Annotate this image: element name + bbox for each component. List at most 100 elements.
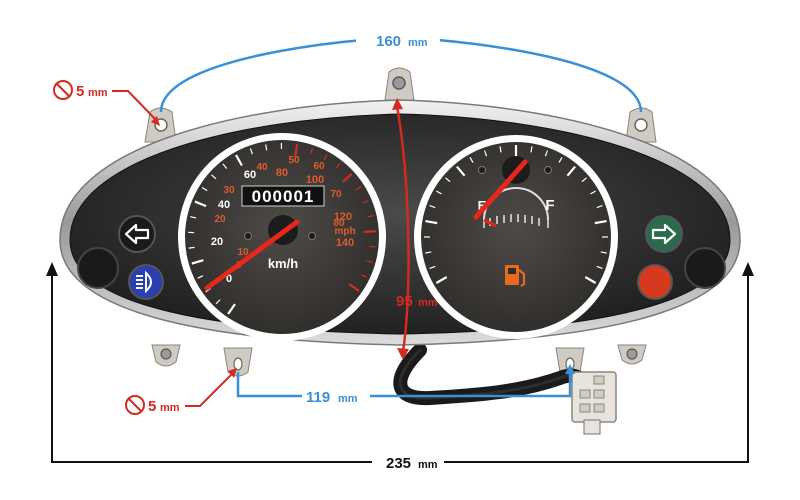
hole-bottom-value: 5 <box>148 398 156 415</box>
tick-mark <box>190 216 197 219</box>
tick-mark <box>265 144 268 151</box>
tick-mark <box>363 230 376 233</box>
height-value: 95 <box>396 293 413 310</box>
top-width-value: 160 <box>376 33 401 50</box>
right-turn-lamp <box>645 215 683 253</box>
tick-mark <box>197 275 204 279</box>
mph-tick-70: 70 <box>330 189 342 200</box>
tick-mark <box>211 174 217 180</box>
tick-mark <box>191 259 204 265</box>
tick-mark <box>445 177 451 183</box>
tick-mark <box>469 157 474 163</box>
hole-top-unit: mm <box>88 87 108 99</box>
fuel-gauge-face <box>421 142 611 332</box>
tick-mark <box>367 214 374 218</box>
mph-tick-40: 40 <box>256 162 268 173</box>
mph-tick-80: 80 <box>333 218 345 229</box>
tick-mark <box>596 204 603 209</box>
tick-mark <box>323 154 328 161</box>
odometer: 000001 <box>241 185 325 207</box>
mounting-tabs <box>144 67 657 377</box>
tick-mark <box>294 144 299 157</box>
tick-mark <box>188 246 195 249</box>
tick-mark <box>499 146 502 153</box>
left-turn-lamp <box>118 215 156 253</box>
tick-mark <box>425 251 432 254</box>
wire-harness <box>393 343 617 435</box>
tick-mark <box>429 265 436 270</box>
hole-top-value: 5 <box>76 83 84 100</box>
kmh-tick-40: 40 <box>218 199 230 211</box>
dimension-height: 95 mm <box>392 98 438 360</box>
tick-mark <box>435 276 448 284</box>
tick-mark <box>355 185 362 191</box>
height-unit: mm <box>418 297 438 309</box>
overall-width-unit: mm <box>418 459 438 471</box>
tick-mark <box>362 199 369 204</box>
tick-mark <box>361 274 368 278</box>
tick-mark <box>335 162 341 169</box>
dimension-hole-top: 5 mm <box>53 80 160 126</box>
mph-tick-20: 20 <box>214 214 226 225</box>
headlight-icon <box>136 270 152 294</box>
tick-mark <box>530 146 533 153</box>
bottom-width-unit: mm <box>338 393 358 405</box>
speedometer-ticks <box>188 142 376 315</box>
tick-mark <box>342 173 353 183</box>
fuel-empty-label: E <box>478 198 487 213</box>
fuel-gauge: E F <box>414 135 618 339</box>
kmh-tick-120: 120 <box>334 211 352 223</box>
kmh-unit-label: km/h <box>268 256 298 271</box>
tick-mark <box>566 165 576 177</box>
kmh-tick-140: 140 <box>336 237 354 249</box>
tick-mark <box>369 245 376 248</box>
diameter-icon <box>53 80 73 100</box>
tick-mark <box>227 303 236 315</box>
mph-tick-30: 30 <box>223 185 235 196</box>
tick-mark <box>215 299 221 305</box>
mph-tick-10: 10 <box>237 247 249 258</box>
tick-mark <box>558 157 563 163</box>
right-blank-lamp <box>684 247 726 289</box>
mph-tick-60: 60 <box>313 161 325 172</box>
left-blank-lamp <box>77 247 119 289</box>
tick-mark <box>235 154 243 167</box>
tick-mark <box>594 219 607 225</box>
tick-mark <box>596 265 603 270</box>
fuel-needle <box>473 159 528 220</box>
kmh-tick-0: 0 <box>226 273 232 285</box>
fuel-gauge-ticks <box>424 145 608 284</box>
tick-mark <box>483 150 488 157</box>
tick-mark <box>544 150 549 157</box>
diameter-icon <box>125 395 145 415</box>
mph-label: mph <box>334 226 355 237</box>
tick-mark <box>366 260 373 264</box>
tick-mark <box>456 165 466 177</box>
dimension-overall-width: 235 mm <box>46 262 754 472</box>
speedometer: 000001 60 40 20 0 80 100 120 140 0 10 20… <box>178 133 386 341</box>
mph-tick-50: 50 <box>288 155 300 166</box>
tick-mark <box>581 177 587 183</box>
dimension-bottom-width: 119 mm <box>236 364 575 406</box>
dimension-hole-bottom: 5 mm <box>125 368 237 415</box>
tick-mark <box>309 147 314 154</box>
dimension-top-width: 160 mm <box>159 30 643 113</box>
tick-mark <box>194 200 207 208</box>
right-indicators <box>637 215 726 300</box>
tick-mark <box>425 219 438 225</box>
tick-mark <box>249 148 253 155</box>
tick-mark <box>429 204 436 209</box>
tick-mark <box>584 276 597 284</box>
tick-mark <box>201 186 208 192</box>
fuel-pump-icon <box>505 265 526 287</box>
tick-mark <box>436 190 442 195</box>
overall-width-value: 235 <box>386 455 411 472</box>
kmh-tick-80: 80 <box>276 167 288 179</box>
reflector-lamp <box>637 264 673 300</box>
kmh-tick-100: 100 <box>306 174 324 186</box>
top-width-unit: mm <box>408 37 428 49</box>
hole-bottom-unit: mm <box>160 402 180 414</box>
kmh-tick-60: 60 <box>244 169 256 181</box>
